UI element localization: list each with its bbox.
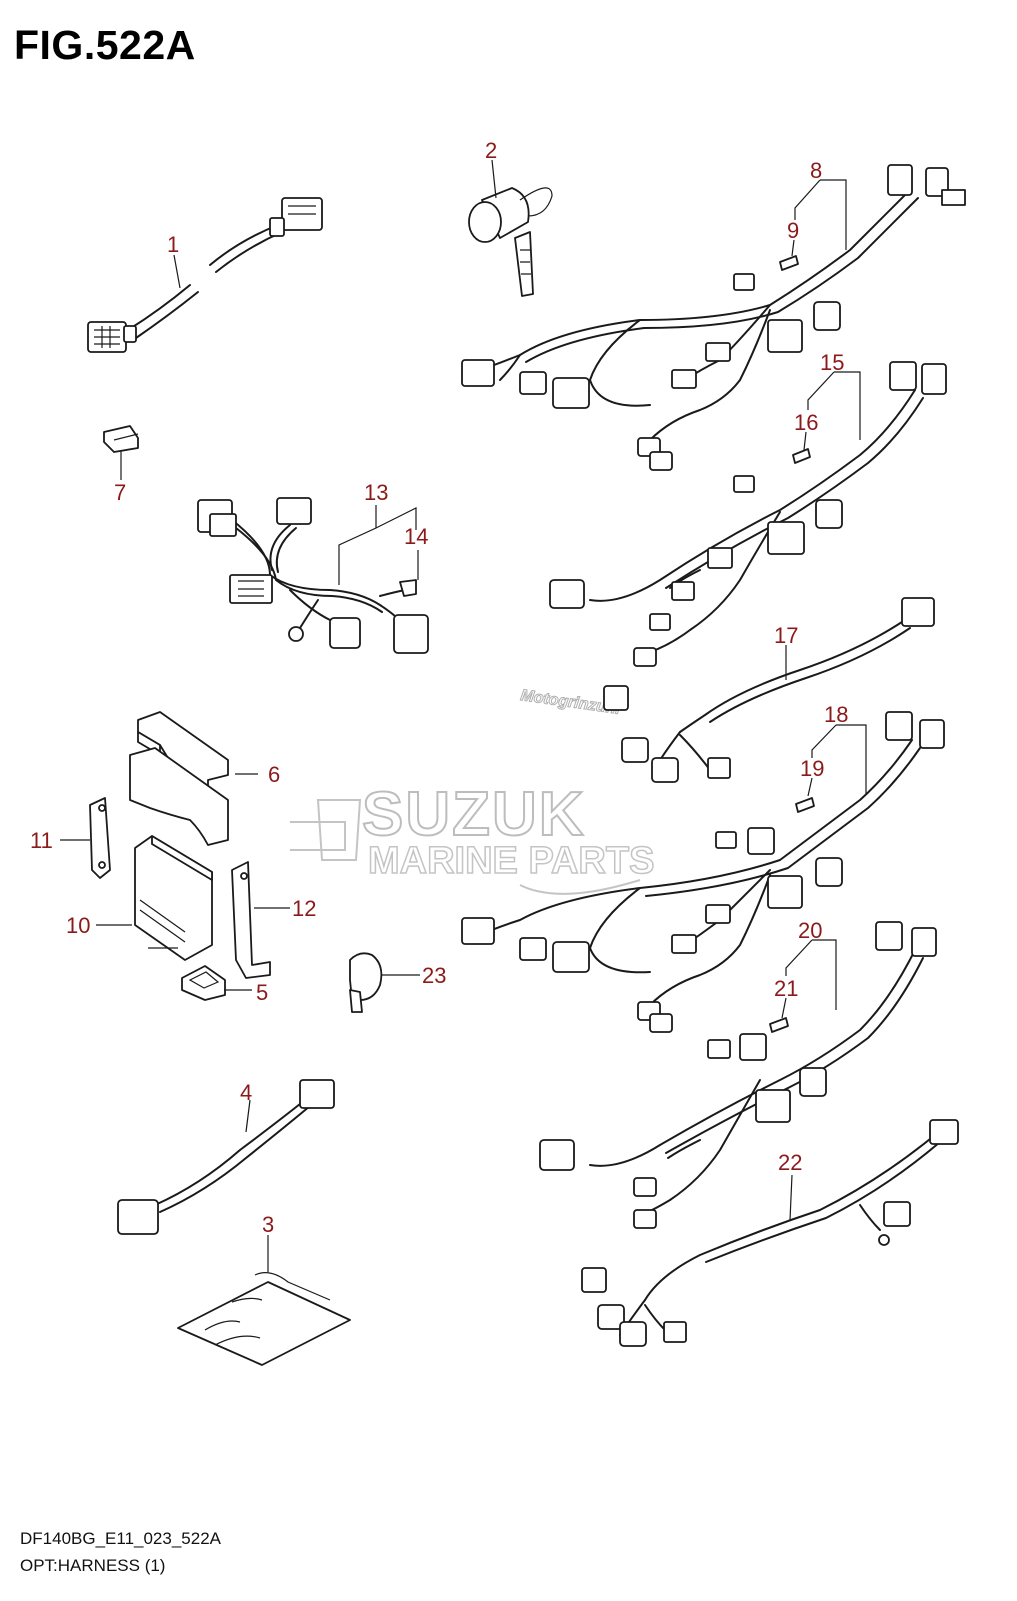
part-20-harness bbox=[539, 921, 937, 1229]
part-3-bag bbox=[177, 1272, 351, 1366]
callout-5: 5 bbox=[256, 980, 268, 1005]
figure-title: FIG.522A bbox=[14, 22, 196, 68]
watermark-subtitle: MARINE PARTS bbox=[368, 840, 654, 882]
part-11-bracket bbox=[89, 797, 111, 879]
callout-8: 8 bbox=[810, 158, 822, 183]
callout-12: 12 bbox=[292, 896, 316, 921]
callout-19: 19 bbox=[800, 756, 824, 781]
part-2-cap bbox=[468, 187, 553, 297]
watermark-logo-icon bbox=[290, 799, 362, 861]
callout-13: 13 bbox=[364, 480, 388, 505]
watermark-brand: SUZUK bbox=[362, 780, 586, 849]
callout-18: 18 bbox=[824, 702, 848, 727]
figure-description: OPT:HARNESS (1) bbox=[20, 1556, 166, 1575]
callout-22: 22 bbox=[778, 1150, 802, 1175]
callout-3: 3 bbox=[262, 1212, 274, 1237]
callout-4: 4 bbox=[240, 1080, 252, 1105]
part-10-control-unit bbox=[134, 835, 213, 961]
part-23-clip bbox=[349, 952, 383, 1013]
callout-9: 9 bbox=[787, 218, 799, 243]
part-17-harness bbox=[603, 597, 935, 783]
callout-16: 16 bbox=[794, 410, 818, 435]
part-1-extension-cable bbox=[87, 197, 323, 353]
figure-code: DF140BG_E11_023_522A bbox=[20, 1529, 222, 1548]
part-13-harness bbox=[197, 497, 429, 654]
callout-7: 7 bbox=[114, 480, 126, 505]
callout-11: 11 bbox=[30, 828, 53, 853]
callout-23: 23 bbox=[422, 963, 446, 988]
callout-21: 21 bbox=[774, 976, 798, 1001]
part-5-grommet bbox=[181, 965, 226, 1001]
part-16-screw bbox=[792, 448, 811, 464]
callout-2: 2 bbox=[485, 138, 497, 163]
callout-1: 1 bbox=[167, 232, 179, 257]
callout-15: 15 bbox=[820, 350, 844, 375]
part-7-connector bbox=[103, 425, 139, 453]
part-18-harness bbox=[461, 711, 945, 1033]
watermark: SUZUK MARINE PARTS Motogrinzuni bbox=[290, 687, 655, 895]
callout-14: 14 bbox=[404, 524, 428, 549]
callout-labels: 1 2 3 4 5 6 7 8 9 10 11 12 13 14 15 16 1… bbox=[30, 138, 848, 1237]
part-6-cover bbox=[129, 711, 229, 846]
leader-lines bbox=[60, 159, 867, 1272]
part-8-main-harness bbox=[461, 164, 966, 471]
callout-10: 10 bbox=[66, 913, 90, 938]
part-19-screw bbox=[795, 797, 815, 813]
part-22-harness bbox=[581, 1119, 959, 1347]
part-4-cable bbox=[117, 1079, 335, 1235]
callout-6: 6 bbox=[268, 762, 280, 787]
part-15-harness bbox=[549, 361, 947, 667]
part-12-bracket bbox=[231, 861, 271, 979]
part-9-screw bbox=[779, 255, 799, 271]
part-21-screw bbox=[769, 1017, 789, 1033]
callout-17: 17 bbox=[774, 623, 798, 648]
callout-20: 20 bbox=[798, 918, 822, 943]
